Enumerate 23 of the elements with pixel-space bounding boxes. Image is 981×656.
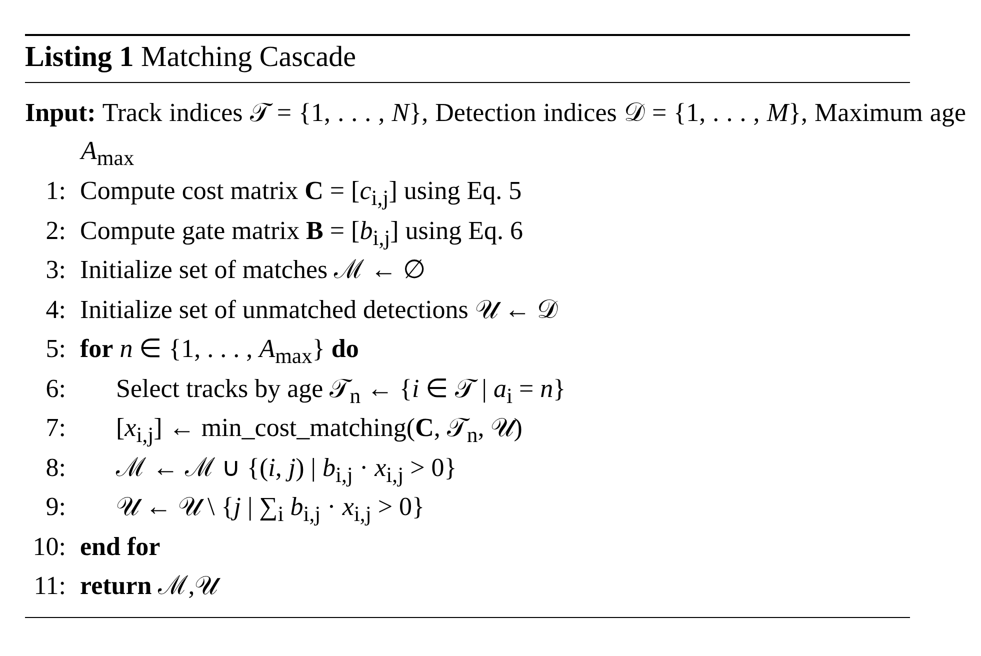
- code-line: 𝒰 ← 𝒰 \ {j | ∑$_{i}$ b$_{i,j}$ · x$_{i,j}$ > 0}: [116, 491, 424, 528]
- code-line: Select tracks by age 𝒯$_{n}$ ← {i ∈ 𝒯 | a$_{i}$ = n}: [116, 372, 566, 410]
- line-number: 11:: [32, 570, 66, 602]
- line-number: 3:: [44, 254, 66, 286]
- line-number: 5:: [44, 333, 66, 365]
- code-line: end for: [80, 530, 160, 562]
- line-number: 4:: [44, 294, 66, 326]
- line-number: 8:: [44, 452, 66, 484]
- code-line: Initialize set of matches ℳ ← ∅: [80, 254, 426, 286]
- code-line: ℳ ← ℳ ∪ {(i, j) | b$_{i,j}$ · x$_{i,j}$ > 0}: [116, 452, 457, 489]
- line-number: 2:: [44, 214, 66, 246]
- code-line: [x$_{i,j}$] ← min_cost_matching(C, 𝒯$_{n}$, 𝒰): [116, 412, 522, 450]
- line-number: 7:: [44, 412, 66, 444]
- code-line: return ℳ,𝒰: [80, 567, 218, 605]
- listing-title: Listing 1 Matching Cascade: [25, 40, 356, 75]
- line-number: 9:: [44, 491, 66, 523]
- code-line: Initialize set of unmatched detections 𝒰 ← 𝒟: [80, 294, 558, 326]
- code-line: Compute gate matrix B = [b$_{i,j}$] using Eq. 6: [80, 214, 524, 252]
- line-number: 1:: [44, 175, 66, 207]
- code-line: Compute cost matrix C = [c$_{i,j}$] using Eq. 5: [80, 175, 522, 212]
- line-number: 6:: [44, 372, 66, 404]
- code-line: for n ∈ {1, . . . , A$_{max}$} do: [80, 333, 359, 370]
- line-number: 10:: [32, 530, 66, 562]
